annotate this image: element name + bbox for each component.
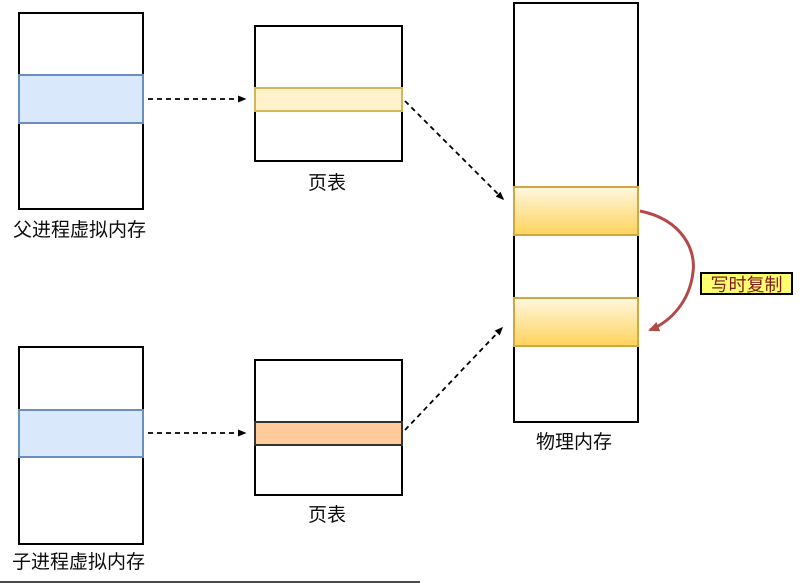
page-table-bottom-entry-band <box>254 421 403 446</box>
physical-memory-box <box>513 2 639 423</box>
page-table-top-entry-band <box>254 87 403 112</box>
physical-frame-parent <box>513 186 639 236</box>
child-vm-box <box>18 346 144 545</box>
page-table-top-box <box>254 25 403 162</box>
cow-badge: 写时复制 <box>700 272 793 296</box>
arrow-pagetable-to-frame1 <box>404 100 505 201</box>
page-table-top-label: 页表 <box>308 172 347 194</box>
arrow-pagetable-to-frame2 <box>404 326 504 431</box>
parent-vm-box <box>18 12 144 210</box>
bottom-clipped-edge-line <box>0 581 420 583</box>
child-vm-highlight-band <box>18 409 144 458</box>
physical-memory-label: 物理内存 <box>536 431 613 453</box>
parent-vm-label: 父进程虚拟内存 <box>13 219 147 241</box>
cow-curve-arrow <box>639 209 695 332</box>
page-table-bottom-box <box>254 359 403 496</box>
page-table-bottom-label: 页表 <box>308 504 347 526</box>
physical-frame-child <box>513 297 639 347</box>
parent-vm-highlight-band <box>18 74 144 124</box>
child-vm-label: 子进程虚拟内存 <box>12 551 146 573</box>
